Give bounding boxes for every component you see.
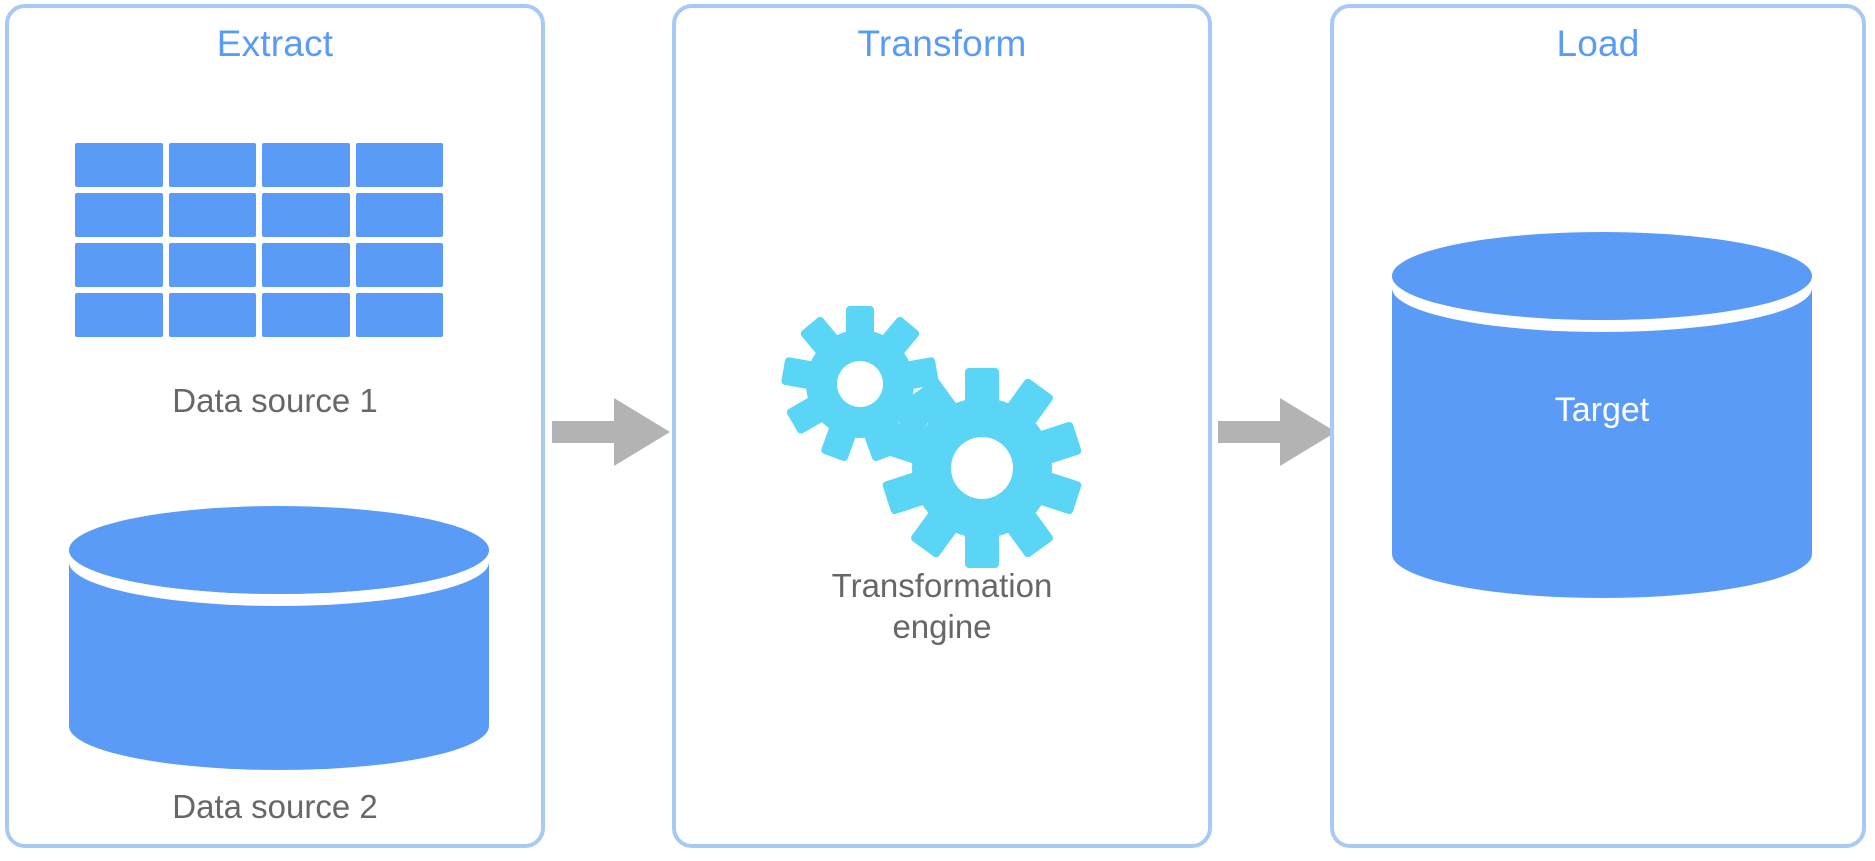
table-grid-cell (168, 243, 256, 287)
table-grid-cell (355, 293, 443, 337)
data-source-2-label: Data source 2 (172, 788, 378, 825)
panel-extract[interactable]: Extract Data source 1 (5, 4, 545, 848)
arrow-transform-to-load-icon (1218, 398, 1336, 466)
table-grid-icon (75, 143, 443, 337)
transformation-engine-label: Transformation engine (831, 567, 1053, 645)
table-grid-cell (168, 293, 256, 337)
table-grid-cell (75, 143, 163, 187)
panel-load-title: Load (1556, 23, 1640, 64)
table-grid-cell (355, 193, 443, 237)
panel-extract-title: Extract (216, 23, 334, 64)
arrow-extract-to-transform-icon (552, 398, 670, 466)
table-grid-cell (75, 193, 163, 237)
target-label: Target (1554, 391, 1650, 429)
table-grid-cell (262, 293, 350, 337)
table-grid-cell (168, 143, 256, 187)
panel-transform-title: Transform (857, 23, 1027, 64)
table-grid-cell (355, 143, 443, 187)
table-grid-cell (262, 143, 350, 187)
table-grid-cell (262, 193, 350, 237)
table-grid-cell (355, 243, 443, 287)
gear-large (882, 368, 1082, 568)
table-grid-cell (168, 193, 256, 237)
database-cylinder-icon-target: Target (1392, 232, 1812, 598)
database-cylinder-icon-data-source-2 (69, 506, 489, 770)
data-source-1-label: Data source 1 (172, 382, 378, 419)
gears-icon (770, 296, 1090, 576)
table-grid-cell (75, 243, 163, 287)
table-grid-cell (262, 243, 350, 287)
table-grid-cell (75, 293, 163, 337)
